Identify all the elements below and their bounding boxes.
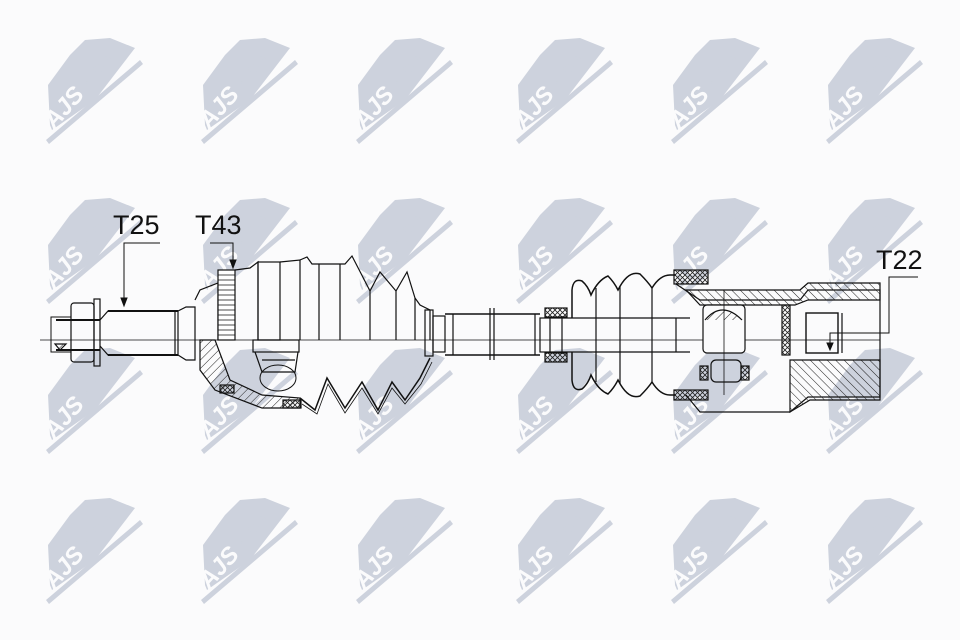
t43-leader <box>210 242 234 262</box>
label-t25: T25 <box>113 210 160 240</box>
t43-arrow-icon <box>229 259 237 270</box>
inner-cv-joint <box>673 269 881 414</box>
t22-arrow-icon <box>826 342 834 352</box>
stub-shaft <box>99 306 196 361</box>
t25-leader <box>123 242 160 300</box>
axle-nut <box>50 298 101 367</box>
callout-leaders <box>120 242 918 352</box>
t22-leader <box>829 276 918 345</box>
label-t43: T43 <box>195 210 242 240</box>
label-t22: T22 <box>876 245 923 275</box>
outer-boot <box>299 254 446 415</box>
t25-arrow-icon <box>120 297 128 308</box>
outer-cv-joint <box>194 259 302 409</box>
inner-boot <box>544 272 676 398</box>
